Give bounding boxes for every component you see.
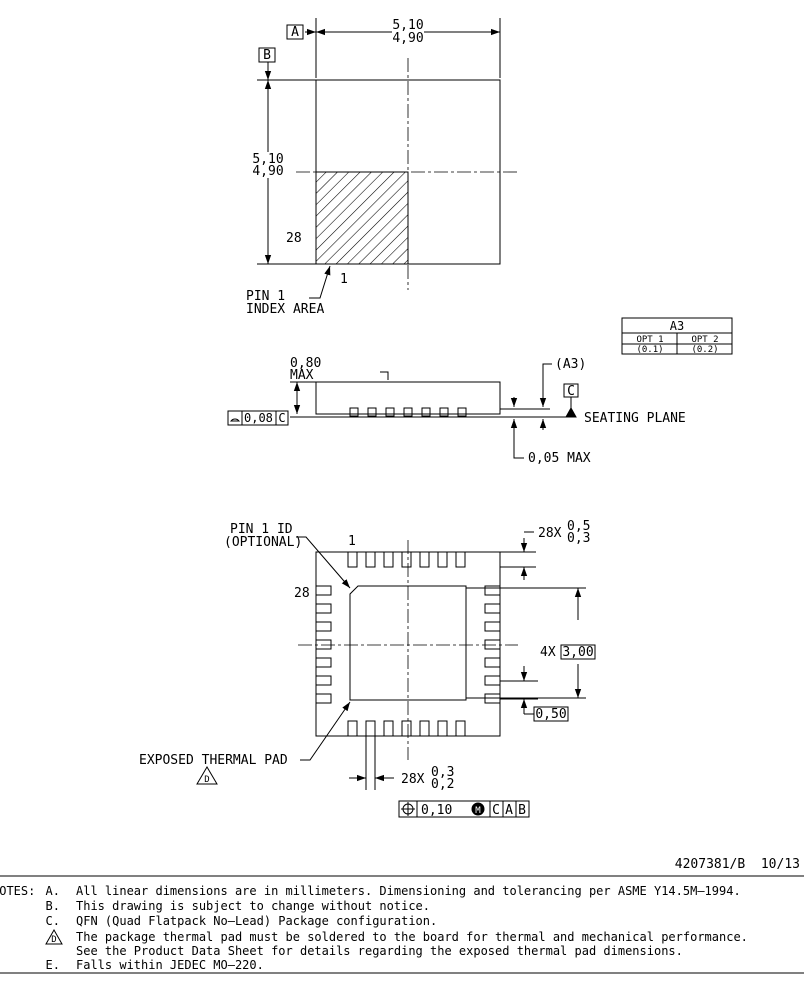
note-b-letter: B. <box>46 899 60 913</box>
bottom-leads-bottom <box>347 720 466 737</box>
notes-heading: NOTES: <box>0 884 35 898</box>
flatness-datum: C <box>278 411 285 425</box>
lead-width-max: 0,3 <box>431 765 454 780</box>
bottom-leads-top <box>347 551 466 568</box>
top-view <box>257 18 518 299</box>
exposed-pad-label: EXPOSED THERMAL PAD <box>139 753 288 768</box>
position-datum-1: C <box>492 803 500 818</box>
note-b-text: This drawing is subject to change withou… <box>76 899 430 913</box>
lead-length-max: 0,5 <box>567 519 590 534</box>
note-e-letter: E. <box>46 958 60 972</box>
mmc-modifier-icon <box>471 802 485 816</box>
exposed-thermal-pad <box>349 585 467 701</box>
position-tolerance-frame <box>398 800 530 818</box>
note-d-text-cont: See the Product Data Sheet for details r… <box>76 944 683 958</box>
pin1-id-line1: PIN 1 ID <box>230 522 293 537</box>
flatness-frame <box>227 410 289 426</box>
seating-plane-label: SEATING PLANE <box>584 411 686 426</box>
standoff-label: 0,05 MAX <box>528 451 591 466</box>
note-flag-triangle <box>196 766 218 785</box>
side-leads <box>349 407 467 417</box>
note-flag-letter: D <box>204 775 209 785</box>
a3-table <box>621 317 733 355</box>
position-tol-value: 0,10 <box>421 803 452 818</box>
lead-width-count: 28X <box>401 772 425 787</box>
note-c-text: QFN (Quad Flatpack No–Lead) Package conf… <box>76 914 437 928</box>
bottom-pin-1-label: 1 <box>348 534 356 549</box>
height-note: MAX <box>290 368 314 383</box>
pin-1-label: 1 <box>340 272 348 287</box>
a3-value-opt2: (0.2) <box>691 345 718 355</box>
width-min-label: 4,90 <box>392 31 423 46</box>
pin1-index-area <box>315 171 409 265</box>
note-c-letter: C. <box>46 914 60 928</box>
flatness-value: 0,08 <box>244 411 273 425</box>
datum-c-label: C <box>567 384 575 399</box>
pad-size: 3,00 <box>562 645 593 660</box>
datum-b-box <box>258 47 276 63</box>
height-min-label: 4,90 <box>252 164 283 179</box>
height-value: 0,80 <box>290 356 321 371</box>
position-datum-3: B <box>518 803 526 818</box>
pitch-box <box>533 706 569 722</box>
drawing-number: 4207381/B 10/13 <box>675 857 800 872</box>
note-d-text: The package thermal pad must be soldered… <box>76 930 748 944</box>
note-d-flag-icon <box>45 928 63 945</box>
notes-block: NOTES: A. All linear dimensions are in m… <box>0 884 748 972</box>
bottom-view-labels: PIN 1 ID (OPTIONAL) 1 28 28X 0,5 0,3 4X … <box>139 519 594 818</box>
pad-count: 4X <box>540 645 556 660</box>
lead-length-count: 28X <box>538 526 562 541</box>
bottom-leads-left <box>315 585 332 704</box>
datum-b-label: B <box>263 48 271 63</box>
bottom-pin-28-label: 28 <box>294 586 310 601</box>
a3-table-title: A3 <box>670 319 684 333</box>
bottom-leads-right <box>484 585 501 704</box>
mmc-modifier-letter: M <box>475 806 481 816</box>
pad-size-box <box>560 644 596 660</box>
note-a-text: All linear dimensions are in millimeters… <box>76 884 741 898</box>
a3-value-opt1: (0.1) <box>636 345 663 355</box>
note-e-text: Falls within JEDEC MO–220. <box>76 958 264 972</box>
a3-header-opt2: OPT 2 <box>691 335 718 345</box>
lead-length-min: 0,3 <box>567 531 590 546</box>
package-body-side <box>315 381 501 415</box>
pin1-index-line1: PIN 1 <box>246 289 285 304</box>
datum-a-label: A <box>291 25 299 40</box>
note-d-letter: D <box>51 935 56 945</box>
width-max-label: 5,10 <box>392 18 423 33</box>
pin1-index-line2: INDEX AREA <box>246 302 324 317</box>
a3-dim-label: (A3) <box>555 357 586 372</box>
side-view <box>227 363 579 459</box>
top-view-labels: A B 5,10 4,90 5,10 4,90 28 1 PIN 1 INDEX… <box>246 18 424 317</box>
a3-header-opt1: OPT 1 <box>636 335 663 345</box>
pin1-id-line2: (OPTIONAL) <box>224 535 302 550</box>
position-datum-2: A <box>505 803 513 818</box>
datum-a-box <box>286 24 304 40</box>
bottom-view <box>196 531 596 818</box>
pitch-value: 0,50 <box>535 707 566 722</box>
pin-28-label: 28 <box>286 231 302 246</box>
lead-width-min: 0,2 <box>431 777 454 792</box>
height-max-label: 5,10 <box>252 152 283 167</box>
note-a-letter: A. <box>46 884 60 898</box>
